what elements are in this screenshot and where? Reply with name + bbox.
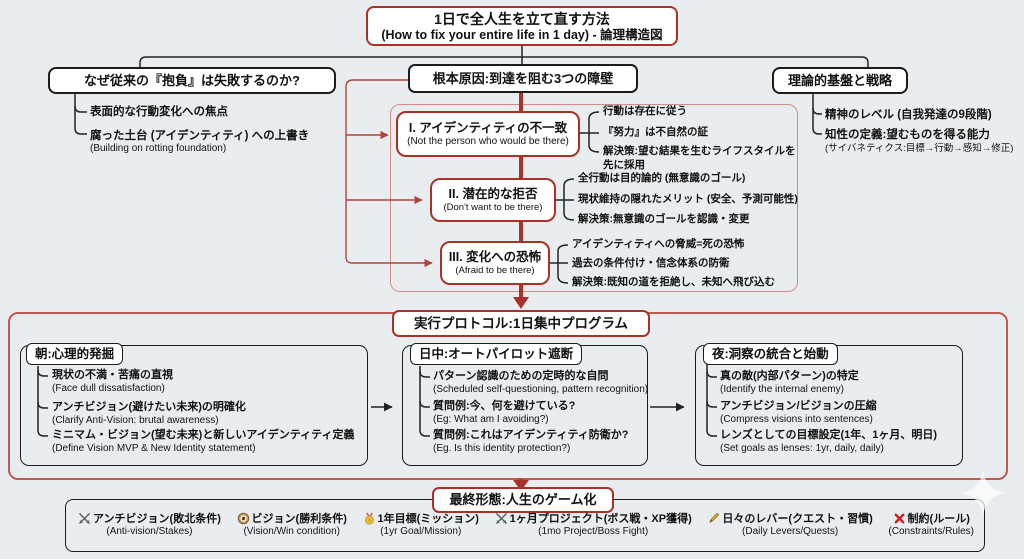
barrier-1-point-3: 解決策:望む結果を生むライフスタイルを先に採用	[603, 145, 796, 171]
barrier-2-point-2: 現状維持の隠れたメリット (安全、予測可能性)	[578, 193, 798, 205]
barrier-1-point-1: 行動は存在に従う	[603, 105, 687, 117]
morning-item-1: 現状の不満・苦痛の直視 (Face dull dissatisfaction)	[52, 369, 173, 394]
barrier-1-box: I. アイデンティティの不一致 (Not the person who woul…	[396, 111, 580, 157]
legend-item-daily-levers: 日々のレバー(クエスト・習慣) (Daily Levers/Quests)	[707, 510, 873, 538]
barrier-3-point-1: アイデンティティへの脅威=死の恐怖	[572, 238, 745, 250]
page-title: 1日で全人生を立て直す方法	[434, 10, 610, 27]
midday-header: 日中:オートパイロット遮断	[410, 343, 583, 365]
theory-heading: 理論的基盤と戦略	[787, 72, 892, 88]
theory-item-1: 精神のレベル (自我発達の9段階)	[825, 109, 992, 121]
page-title-en: (How to fix your entire life in 1 day) -…	[381, 27, 663, 42]
barrier-3-point-2: 過去の条件付け・信念体系の防衛	[572, 257, 730, 269]
why-fail-heading: なぜ従来の『抱負』は失敗するのか?	[84, 72, 300, 88]
legend-item-anti-vision: アンチビジョン(敗北条件) (Anti-vision/Stakes)	[78, 510, 221, 538]
theory-item-2: 知性の定義:望むものを得る能力 (サイバネティクス:目標→行動→感知→修正)	[825, 129, 1014, 154]
protocol-heading-box: 実行プロトコル:1日集中プログラム	[392, 310, 650, 337]
evening-item-2: アンチビジョン/ビジョンの圧縮 (Compress visions into s…	[720, 400, 877, 425]
why-fail-item-1: 表面的な行動変化への焦点	[90, 106, 228, 118]
cross-mark-icon	[893, 512, 906, 525]
morning-header: 朝:心理的発掘	[26, 343, 124, 365]
barrier-2-point-1: 全行動は目的論的 (無意識のゴール)	[578, 172, 746, 184]
legend-item-vision: ビジョン(勝利条件) (Vision/Win condition)	[237, 510, 347, 538]
root-cause-heading: 根本原因:到達を阻む3つの障壁	[432, 70, 614, 86]
barrier-3-box: III. 変化への恐怖 (Afraid to be there)	[440, 241, 550, 285]
legend-item-1mo-project: 1ヶ月プロジェクト(ボス戦・XP獲得) (1mo Project/Boss Fi…	[495, 510, 692, 538]
barrier-3-point-3: 解決策:既知の道を拒絶し、未知へ飛び込む	[572, 276, 775, 288]
barrier-2-box: II. 潜在的な拒否 (Don't want to be there)	[430, 178, 556, 222]
midday-item-3: 質問例:これはアイデンティティ防衛か? (Eg. Is this identit…	[433, 429, 629, 454]
legend-item-1yr-goal: 1年目標(ミッション) (1yr Goal/Mission)	[363, 510, 479, 538]
pencil-icon	[707, 512, 720, 525]
root-cause-box: 根本原因:到達を阻む3つの障壁	[408, 64, 638, 93]
midday-item-2: 質問例:今、何を避けている? (Eg: What am I avoiding?)	[433, 400, 576, 425]
legend-row: アンチビジョン(敗北条件) (Anti-vision/Stakes) ビジョン(…	[78, 510, 974, 538]
evening-item-1: 真の敵(内部パターン)の特定 (Identify the internal en…	[720, 370, 859, 395]
midday-item-1: パターン認識のための定時的な自問 (Scheduled self-questio…	[433, 370, 649, 395]
barriers-container	[390, 104, 798, 292]
barrier-1-point-2: 『努力』は不自然の証	[603, 126, 708, 138]
crossed-swords-icon	[495, 512, 508, 525]
sparkle-icon	[962, 470, 1004, 516]
morning-item-3: ミニマム・ビジョン(望む未来)と新しいアイデンティティ定義 (Define Vi…	[52, 429, 355, 454]
evening-header: 夜:洞察の統合と始動	[703, 343, 838, 365]
crossed-swords-icon	[78, 512, 91, 525]
theory-box: 理論的基盤と戦略	[772, 67, 908, 94]
target-icon	[237, 512, 250, 525]
why-fail-item-2: 腐った土台 (アイデンティティ) への上書き (Building on rott…	[90, 130, 310, 154]
final-heading-box: 最終形態:人生のゲーム化	[432, 487, 614, 513]
barrier-2-point-3: 解決策:無意識のゴールを認識・変更	[578, 213, 750, 225]
evening-item-3: レンズとしての目標設定(1年、1ヶ月、明日) (Set goals as len…	[720, 429, 938, 454]
medal-icon	[363, 512, 376, 525]
title-box: 1日で全人生を立て直す方法 (How to fix your entire li…	[366, 6, 678, 46]
morning-item-2: アンチビジョン(避けたい未来)の明確化 (Clarify Anti-Vision…	[52, 401, 246, 426]
morning-phase-box	[20, 345, 368, 466]
why-fail-box: なぜ従来の『抱負』は失敗するのか?	[48, 67, 336, 94]
legend-item-constraints: 制約(ルール) (Constraints/Rules)	[888, 512, 974, 537]
